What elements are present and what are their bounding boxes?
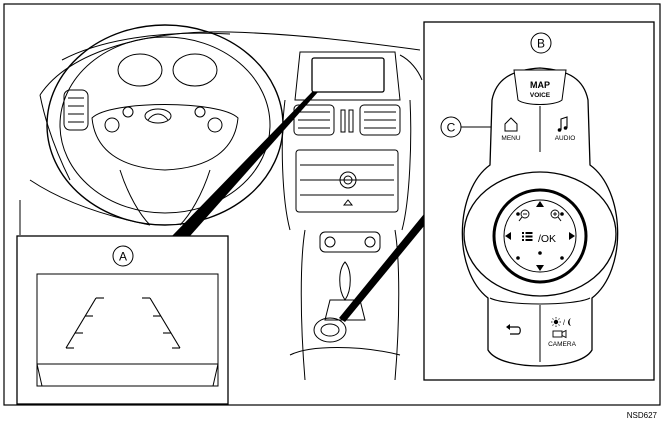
figure-id: NSD627 <box>627 411 658 420</box>
callout-c-label: C <box>447 121 456 135</box>
dashboard-illustration <box>19 24 423 381</box>
map-voice-button[interactable] <box>513 69 567 105</box>
menu-label: MENU <box>501 135 520 142</box>
callout-a-circle <box>112 245 134 267</box>
day-night-separator: / <box>563 320 565 327</box>
back-arrow-icon <box>509 326 521 335</box>
sun-moon-icon: / <box>551 317 571 327</box>
callout-b-label: B <box>537 37 545 51</box>
inset-a-camera-display: A <box>16 235 229 405</box>
voice-label: VOICE <box>530 92 551 99</box>
center-vent-right <box>359 104 401 136</box>
climate-panel <box>295 149 399 213</box>
pointer-to-controller <box>339 214 424 322</box>
back-button[interactable] <box>506 324 521 335</box>
camera-guide-lines <box>65 297 181 349</box>
center-display <box>311 57 385 93</box>
down-arrow-icon[interactable] <box>536 265 544 271</box>
audio-label: AUDIO <box>555 135 576 142</box>
inset-b-controller: B C MAP VOICE MENU AUDIO <box>423 21 655 381</box>
console-controller-knob <box>313 317 347 343</box>
home-icon <box>504 117 518 132</box>
controller-center[interactable] <box>503 199 577 273</box>
zoom-out-icon <box>518 209 530 222</box>
audio-button[interactable]: AUDIO <box>555 116 576 142</box>
camera-button[interactable]: / CAMERA <box>548 317 577 348</box>
up-arrow-icon[interactable] <box>536 201 544 207</box>
ok-label: /OK <box>538 233 556 245</box>
camera-screen <box>36 273 219 387</box>
infiniti-logo <box>144 108 172 124</box>
camera-icon <box>552 329 567 339</box>
steering-wheel <box>46 24 284 226</box>
callout-b-circle <box>530 32 552 54</box>
list-icon <box>522 232 533 241</box>
menu-button[interactable]: MENU <box>501 117 521 142</box>
center-vent-left <box>293 104 335 136</box>
pointer-to-display <box>172 92 318 236</box>
zoom-in-icon <box>550 209 562 222</box>
left-arrow-icon[interactable] <box>505 232 511 240</box>
map-label: MAP <box>530 80 550 90</box>
music-note-icon <box>560 116 568 130</box>
callout-a-label: A <box>119 250 127 264</box>
camera-label: CAMERA <box>548 341 576 348</box>
left-vent <box>63 89 89 131</box>
right-arrow-icon[interactable] <box>569 232 575 240</box>
